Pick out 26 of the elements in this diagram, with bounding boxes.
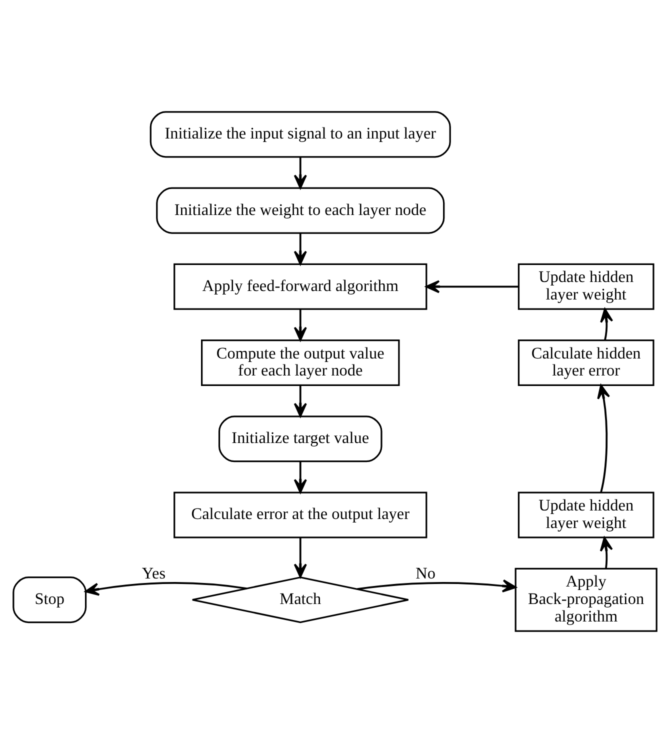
node-box: Calculate error at the output layer bbox=[174, 491, 428, 538]
node-box: Calculate hidden layer error bbox=[518, 339, 654, 386]
node-box: Initialize the input signal to an input layer bbox=[150, 110, 451, 158]
arrow bbox=[600, 536, 613, 568]
node-box: Initialize target value bbox=[218, 415, 382, 462]
arrow bbox=[294, 232, 307, 264]
node-box: Update hidden layer weight bbox=[518, 491, 654, 538]
edge-label: No bbox=[416, 564, 436, 582]
arrow bbox=[84, 582, 247, 596]
arrow bbox=[426, 280, 518, 293]
node-box: Apply feed-forward algorithm bbox=[174, 262, 428, 310]
arrow bbox=[357, 578, 516, 592]
arrow bbox=[294, 460, 307, 493]
arrow bbox=[600, 308, 614, 340]
node-box: Compute the output value for each layer node bbox=[201, 339, 400, 386]
arrow bbox=[597, 384, 610, 492]
edge-label: Yes bbox=[142, 564, 166, 582]
arrow bbox=[294, 308, 307, 340]
arrow bbox=[294, 537, 307, 578]
node-box: Apply Back-propagation algorithm bbox=[514, 567, 658, 632]
node-box: Initialize the weight to each layer node bbox=[156, 186, 445, 234]
node-box: Update hidden layer weight bbox=[518, 262, 654, 310]
arrow bbox=[294, 156, 307, 188]
node-box: Stop bbox=[12, 576, 87, 623]
arrow bbox=[294, 384, 307, 417]
node-diamond: Match bbox=[192, 576, 410, 623]
